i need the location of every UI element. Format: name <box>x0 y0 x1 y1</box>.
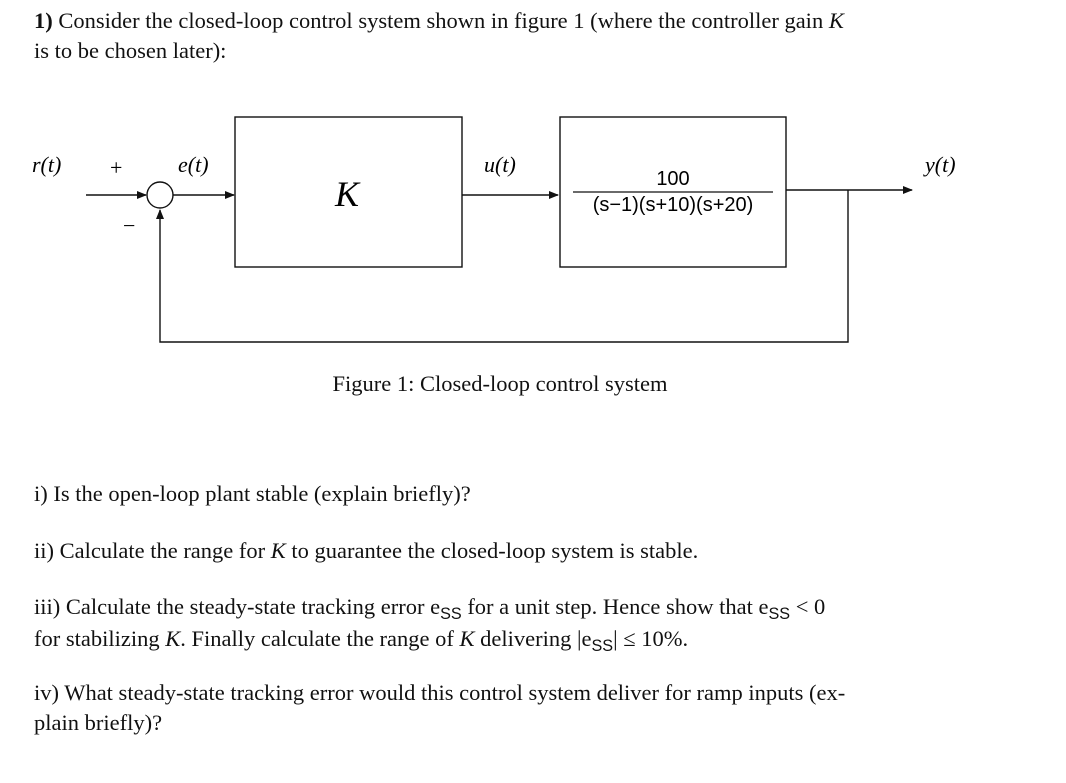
question-iv-line-2: plain briefly)? <box>34 710 163 735</box>
question-iv-line-1: iv) What steady-state tracking error wou… <box>34 680 846 705</box>
intro-line-2: is to be chosen later): <box>34 38 227 63</box>
controller-block <box>234 116 463 268</box>
question-iii-gain: K <box>165 626 181 651</box>
intro-text: Consider the closed-loop control system … <box>52 8 829 33</box>
input-label: r(t) <box>32 152 61 177</box>
minus-sign: − <box>123 213 135 238</box>
block-diagram: r(t) + − e(t) K u(t) 100 (s−1)(s+10)(s+2… <box>32 116 956 343</box>
question-iii: iii) Calculate the steady-state tracking… <box>34 592 1034 656</box>
intro-line-1: 1) Consider the closed-loop control syst… <box>34 6 1034 36</box>
question-iii-gain: K <box>459 626 475 651</box>
control-label: u(t) <box>484 152 516 177</box>
question-ii: ii) Calculate the range for K to guarant… <box>34 536 1034 566</box>
intro-gain-symbol: K <box>828 8 844 33</box>
question-iii-text-g: | ≤ 10%. <box>613 626 689 651</box>
plant-block <box>559 116 787 268</box>
question-iii-text-a: iii) Calculate the steady-state tracking… <box>34 594 441 619</box>
question-iii-text-c: < 0 <box>790 594 826 619</box>
problem-number: 1) <box>34 8 53 33</box>
question-i: i) Is the open-loop plant stable (explai… <box>34 481 471 506</box>
plant-numerator: 100 <box>656 168 689 190</box>
summing-junction <box>146 181 174 209</box>
question-ii-gain: K <box>270 538 286 563</box>
plus-sign: + <box>110 155 122 180</box>
question-iii-text-d: for stabilizing <box>34 626 166 651</box>
question-ii-post: to guarantee the closed-loop system is s… <box>285 538 699 563</box>
output-label: y(t) <box>923 152 956 177</box>
question-iii-line-1: iii) Calculate the steady-state tracking… <box>34 592 1034 624</box>
ss-subscript: SS <box>440 604 462 623</box>
question-iii-line-2: for stabilizing K. Finally calculate the… <box>34 624 1034 656</box>
figure-caption: Figure 1: Closed-loop control system <box>332 371 668 396</box>
ss-subscript: SS <box>768 604 791 623</box>
problem-intro: 1) Consider the closed-loop control syst… <box>34 6 1034 66</box>
plant-denominator: (s−1)(s+10)(s+20) <box>593 194 754 216</box>
question-iv: iv) What steady-state tracking error wou… <box>34 678 1034 738</box>
error-label: e(t) <box>178 152 209 177</box>
question-iii-text-e: . Finally calculate the range of <box>180 626 460 651</box>
controller-gain-label: K <box>334 174 361 214</box>
question-iii-text-f: delivering |e <box>474 626 592 651</box>
ss-subscript: SS <box>591 636 614 655</box>
feedback-path <box>156 190 849 343</box>
question-iii-text-b: for a unit step. Hence show that e <box>461 594 769 619</box>
question-ii-pre: ii) Calculate the range for <box>34 538 271 563</box>
